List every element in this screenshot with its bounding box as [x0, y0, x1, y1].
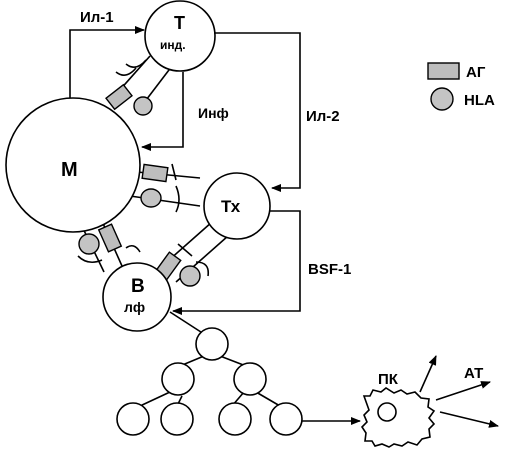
bsf-label: BSF-1: [308, 261, 351, 278]
clone-cell-l3-4: [269, 402, 303, 436]
hla-marker: [140, 188, 162, 208]
antibody-arrow-1: [419, 355, 437, 393]
inf-label: Инф: [198, 105, 229, 121]
t-inducer-cell: [144, 0, 216, 72]
clone-cell-l2-right: [233, 362, 267, 396]
t-helper-cell: [203, 172, 271, 240]
m-label: М: [61, 159, 78, 181]
clone-cell-root: [195, 327, 229, 361]
clone-cell-l3-3: [218, 402, 252, 436]
hla-marker: [133, 96, 153, 116]
clone-cell-l3-1: [116, 402, 150, 436]
legend-ag-swatch: [427, 62, 460, 80]
antibody-arrow-3: [439, 411, 499, 428]
pk-label: ПК: [378, 371, 399, 388]
legend: [427, 62, 460, 111]
il1-label: Ил-1: [80, 9, 114, 26]
clone-cell-l3-2: [160, 402, 194, 436]
il1-arrow: [69, 26, 145, 98]
antigen-marker: [105, 83, 133, 111]
clone-tree: [116, 311, 361, 436]
signal-arrows: [69, 26, 301, 315]
il2-label: Ил-2: [306, 108, 340, 125]
b-lymphocyte-cell: [102, 262, 172, 332]
legend-hla-swatch: [430, 87, 454, 111]
tx-label: Тх: [221, 197, 241, 216]
legend-ag-label: АГ: [466, 64, 486, 81]
antibody-arrow-2: [435, 381, 491, 401]
plasma-nucleus: [377, 402, 397, 422]
t-ind-label-sub: инд.: [160, 38, 186, 52]
b-label-main: В: [131, 276, 145, 297]
bsf-arrow: [172, 210, 301, 315]
complex-m-tx: [140, 163, 180, 213]
legend-hla-label: HLA: [464, 92, 495, 109]
receptor-complexes: [77, 59, 210, 287]
b-label-sub: лф: [124, 299, 145, 315]
antigen-marker: [141, 163, 169, 183]
inf-arrow: [141, 72, 184, 151]
t-ind-label-main: Т: [174, 13, 185, 33]
macrophage-cell: [5, 97, 141, 233]
clone-cell-l2-left: [161, 362, 195, 396]
hla-marker: [179, 265, 201, 287]
hla-marker: [78, 233, 100, 255]
complex-m-b: [77, 223, 141, 264]
antigen-marker: [97, 223, 123, 253]
complex-m-tind: [105, 59, 153, 116]
plasma-cell: [360, 355, 499, 448]
at-label: АТ: [464, 365, 483, 382]
il2-arrow: [214, 32, 301, 192]
